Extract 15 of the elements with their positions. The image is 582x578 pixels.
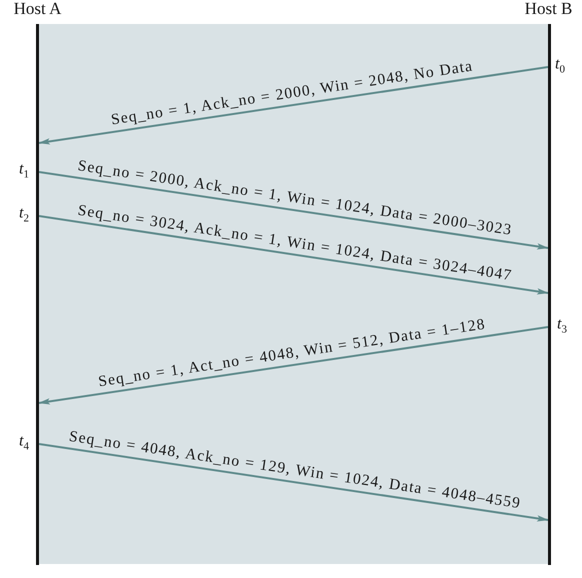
arrow [38, 66, 548, 145]
time-label: t$_{3}$ [557, 315, 567, 338]
time-label: t$_{0}$ [555, 55, 565, 78]
arrow [38, 326, 548, 405]
host-label: Host B [524, 0, 572, 18]
time-label: t$_{1}$ [19, 160, 29, 183]
arrow [38, 443, 549, 522]
edge-label: Seq_no = 4048, Ack_no = 129, Win = 1024, Data = 4048–4559 [68, 428, 522, 512]
arrow [38, 215, 549, 295]
edge-label: Seq_no = 1, Act_no = 4048, Win = 512, Data = 1–128 [96, 316, 486, 390]
time-label: t$_{4}$ [19, 432, 29, 455]
edge-label: Seq_no = 1, Ack_no = 2000, Win = 2048, No Data [110, 58, 474, 129]
time-label: t$_{2}$ [19, 204, 29, 227]
host-label: Host A [14, 0, 62, 18]
arrow [38, 171, 549, 250]
